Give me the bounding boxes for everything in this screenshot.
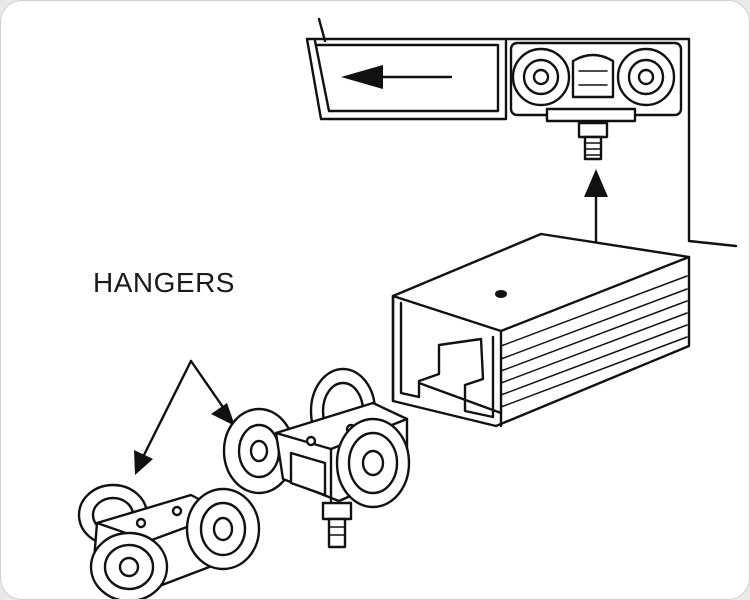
hanger-pointers <box>134 359 235 475</box>
hanger-right <box>222 367 411 549</box>
direction-arrow <box>341 65 453 89</box>
door-panel <box>305 17 738 248</box>
hanger-left <box>77 483 261 599</box>
mounted-trolley <box>509 41 683 161</box>
hangers-label: HANGERS <box>93 267 235 298</box>
track-rail <box>391 232 691 428</box>
